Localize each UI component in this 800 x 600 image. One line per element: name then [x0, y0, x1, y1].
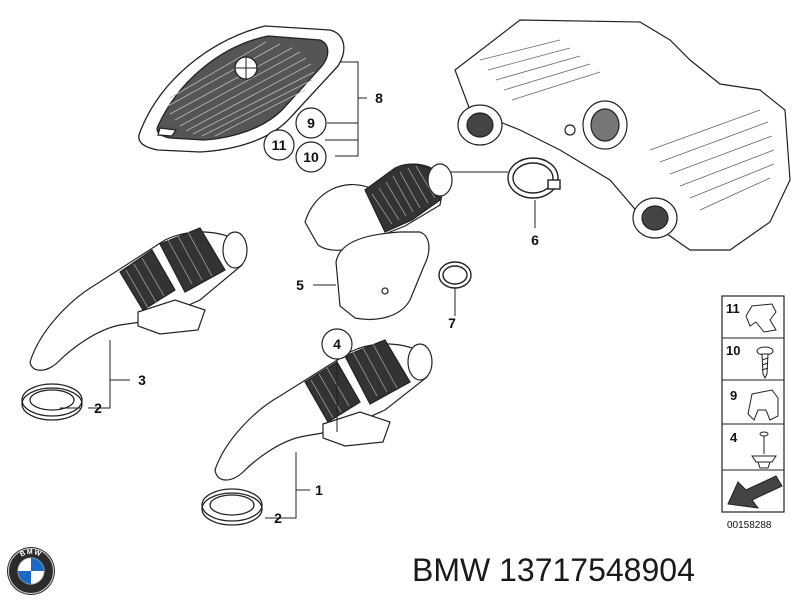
caption-part-number: 13717548904 [499, 552, 695, 588]
part-caption: BMW 13717548904 [412, 548, 792, 592]
air-duct-part-3 [29, 227, 248, 371]
expansion-rivet-icon [751, 431, 777, 469]
callout-11: 11 [272, 137, 287, 153]
callout-5: 5 [296, 277, 304, 293]
legend-item-10: 10 [726, 343, 740, 358]
leader-lines [60, 61, 536, 519]
reference-code: 00158288 [727, 520, 772, 531]
bracket-icon [747, 389, 779, 421]
direction-arrow-icon [727, 475, 783, 509]
callout-circle-4 [321, 328, 353, 360]
callout-9: 9 [307, 115, 315, 131]
callouts: 8 9 11 10 6 5 7 4 3 2 1 2 [94, 90, 539, 526]
fastener-legend: 11 10 9 4 00158288 [721, 295, 785, 531]
callout-circle-11 [263, 129, 295, 161]
gasket-part-2-lower [201, 488, 263, 526]
callout-circle-10 [295, 141, 327, 173]
air-duct-part-1 [214, 339, 433, 481]
svg-text:BMW: BMW [19, 549, 43, 559]
callout-6: 6 [531, 232, 539, 248]
clamp-part-7 [438, 261, 472, 289]
callout-3: 3 [138, 372, 146, 388]
clamp-part-6 [507, 157, 561, 199]
callout-4: 4 [333, 336, 341, 352]
engine-cover [138, 25, 345, 153]
legend-item-11: 11 [726, 301, 740, 316]
intake-duct-part-5 [304, 163, 453, 321]
callout-8: 8 [375, 90, 383, 106]
callout-1: 1 [315, 482, 323, 498]
caption-brand: BMW [412, 552, 491, 588]
legend-item-4: 4 [730, 430, 738, 445]
bmw-logo: BMW [7, 547, 55, 595]
air-filter-housing [454, 19, 791, 251]
callout-2-lower: 2 [274, 510, 282, 526]
legend-item-9: 9 [730, 388, 737, 403]
callout-7: 7 [448, 315, 456, 331]
gasket-part-2-upper [21, 383, 83, 421]
clip-icon [745, 303, 777, 333]
screw-icon [756, 346, 774, 380]
logo-text: BMW [19, 549, 42, 559]
callout-2-upper: 2 [94, 400, 102, 416]
callout-10: 10 [303, 149, 319, 165]
callout-circle-9 [295, 107, 327, 139]
